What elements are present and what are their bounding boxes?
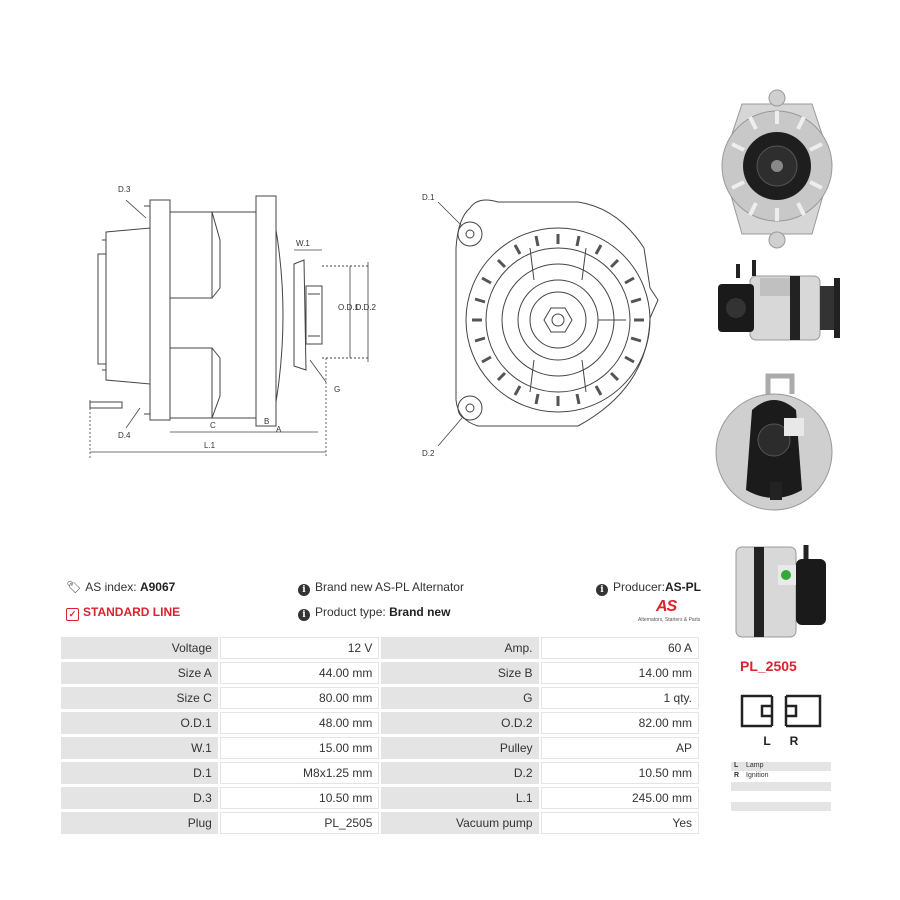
legend-code: R (734, 772, 740, 779)
as-index-label: AS index: (85, 580, 137, 594)
spec-value: 10.50 mm (540, 762, 699, 784)
spec-value: 14.00 mm (540, 662, 699, 684)
legend-desc: Lamp (746, 762, 764, 769)
logo-mark: AS (656, 598, 677, 615)
product-photo-front (721, 89, 833, 249)
label-b: B (264, 417, 269, 426)
as-pl-logo: AS Alternators, Starters & Parts (636, 598, 704, 626)
plug-pin-left: L (763, 734, 770, 748)
spec-value: 10.50 mm (219, 787, 380, 809)
ventilation-slots (472, 234, 644, 406)
spec-key: Size B (381, 662, 539, 684)
plug-code: PL_2505 (740, 658, 797, 674)
product-type-label: Product type: (315, 605, 386, 619)
label-d1: D.1 (422, 193, 435, 202)
spec-key: W.1 (61, 737, 218, 759)
legend-desc: Ignition (746, 772, 769, 779)
label-od1: O.D.1 (338, 303, 359, 312)
spec-value: 1 qty. (540, 687, 699, 709)
label-d3: D.3 (118, 185, 131, 194)
spec-value: 82.00 mm (540, 712, 699, 734)
spec-value: Yes (540, 812, 699, 834)
legend-row: R Ignition (731, 772, 831, 781)
checkbox-icon: ✓ (66, 608, 79, 621)
info-icon: i (298, 584, 310, 596)
legend-code: L (734, 762, 739, 769)
producer-label: Producer: (612, 580, 665, 594)
front-view-drawing: D.1 D.2 (422, 193, 659, 458)
spec-value: AP (540, 737, 699, 759)
brand-new-text: Brand new AS-PL Alternator (315, 580, 464, 594)
as-index: 🏷︎AS index: A9067 (66, 580, 175, 594)
spec-value: PL_2505 (219, 812, 380, 834)
product-type-line: i Product type: Brand new (298, 605, 450, 621)
label-g: G (334, 385, 340, 394)
producer-line: i Producer:AS-PL (595, 580, 701, 596)
label-a: A (276, 425, 282, 434)
plug-diagram: L R (740, 692, 822, 748)
spec-key: O.D.2 (381, 712, 539, 734)
product-photo-side (718, 260, 840, 341)
label-l1: L.1 (204, 441, 216, 450)
label-d2: D.2 (422, 449, 435, 458)
label-w1: W.1 (296, 239, 310, 248)
spec-key: Size C (61, 687, 218, 709)
spec-key: Voltage (61, 637, 218, 659)
spec-value: 48.00 mm (219, 712, 380, 734)
product-photo-rear (715, 373, 833, 511)
spec-value: 15.00 mm (219, 737, 380, 759)
info-icon: i (595, 584, 608, 596)
spec-key: D.1 (61, 762, 218, 784)
as-index-value: A9067 (139, 580, 176, 594)
standard-line: ✓ STANDARD LINE (66, 605, 180, 621)
spec-value: 80.00 mm (219, 687, 380, 709)
spec-key: G (381, 687, 539, 709)
spec-key: L.1 (381, 787, 539, 809)
standard-line-label: STANDARD LINE (83, 605, 181, 619)
legend-row-empty (731, 782, 831, 791)
spec-value: 60 A (540, 637, 699, 659)
spec-key: Amp. (381, 637, 539, 659)
tags-icon: 🏷︎ (66, 580, 82, 594)
spec-value: 12 V (219, 637, 380, 659)
spec-key: D.3 (61, 787, 218, 809)
producer-value: AS-PL (665, 580, 701, 594)
product-photo-angle (735, 545, 826, 638)
label-od2: O.D.2 (355, 303, 376, 312)
plug-pin-right: R (790, 734, 799, 748)
label-d4: D.4 (118, 431, 131, 440)
side-view-drawing: D.3 D.4 W.1 O.D.1 O.D.2 G C B A L.1 (89, 185, 377, 458)
spec-value: M8x1.25 mm (219, 762, 380, 784)
legend-row-empty (731, 802, 831, 811)
spec-key: Vacuum pump (381, 812, 539, 834)
product-type-value: Brand new (389, 605, 451, 619)
spec-key: D.2 (381, 762, 539, 784)
spec-key: O.D.1 (61, 712, 218, 734)
logo-tagline: Alternators, Starters & Parts (638, 617, 701, 623)
brand-new-line: i Brand new AS-PL Alternator (298, 580, 464, 596)
spec-key: Plug (61, 812, 218, 834)
spec-value: 245.00 mm (540, 787, 699, 809)
legend-row-empty (731, 792, 831, 801)
spec-key: Pulley (381, 737, 539, 759)
label-c: C (210, 421, 216, 430)
info-icon: i (298, 609, 310, 621)
legend-row: L Lamp (731, 762, 831, 771)
spec-key: Size A (61, 662, 218, 684)
spec-value: 44.00 mm (219, 662, 380, 684)
